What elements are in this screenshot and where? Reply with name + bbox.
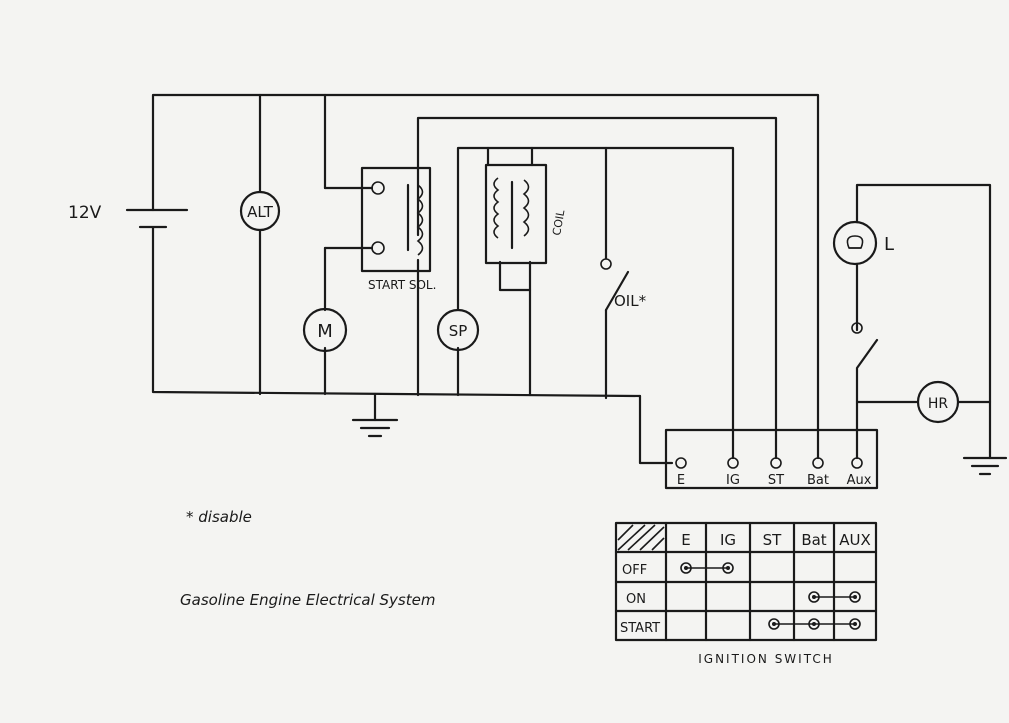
table-row-off: OFF	[622, 563, 647, 578]
oil-switch-contact	[600, 258, 612, 270]
terminal-label-bat: Bat	[807, 473, 829, 488]
table-header-ig: IG	[720, 531, 736, 549]
motor-symbol	[302, 307, 348, 353]
terminal-label-aux: Aux	[847, 473, 872, 488]
lamp-symbol	[832, 220, 878, 266]
lamp-switch-contact	[851, 322, 863, 334]
terminal-label-e: E	[677, 473, 685, 488]
lamp-label: L	[884, 234, 894, 255]
spark-plug-symbol	[436, 308, 480, 352]
ignition-terminal-block	[664, 428, 879, 490]
ignition-table-caption: IGNITION SWITCH	[698, 652, 834, 666]
footnote: * disable	[186, 508, 252, 526]
table-row-start: START	[620, 621, 660, 636]
alternator-symbol	[239, 190, 281, 232]
ground-symbol-right	[962, 450, 1008, 476]
terminal-label-ig: IG	[726, 473, 740, 488]
table-header-st: ST	[763, 531, 783, 549]
oil-switch-label: OIL*	[614, 292, 647, 310]
table-row-on: ON	[626, 592, 646, 607]
hour-meter-label: HR	[928, 396, 949, 412]
ignition-table	[614, 521, 878, 642]
table-header-e: E	[681, 531, 690, 549]
coil	[484, 163, 548, 265]
terminal-label-st: ST	[768, 473, 784, 488]
alternator-label: ALT	[247, 203, 274, 221]
battery-symbol	[125, 208, 189, 229]
motor-label: M	[317, 321, 333, 342]
start-solenoid	[360, 166, 432, 273]
wires	[151, 93, 992, 465]
ground-symbol-left	[351, 392, 399, 438]
battery-label: 12V	[68, 203, 102, 223]
hour-meter-symbol	[916, 380, 960, 424]
diagram-title: Gasoline Engine Electrical System	[180, 591, 435, 609]
table-header-aux: AUX	[839, 531, 871, 549]
table-header-bat: Bat	[801, 531, 826, 549]
coil-label: COIL	[550, 208, 567, 236]
spark-plug-label: SP	[449, 322, 468, 340]
table-connections	[680, 562, 861, 630]
start-solenoid-label: START SOL.	[368, 278, 436, 292]
